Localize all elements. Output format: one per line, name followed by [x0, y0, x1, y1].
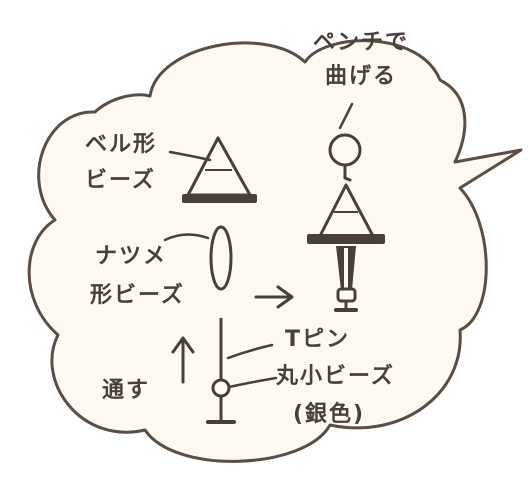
arrow-right-icon [254, 285, 294, 309]
label-round-2: (銀色) [293, 402, 366, 427]
label-tpin: Tピン [285, 327, 351, 352]
round-bead [211, 378, 231, 398]
pliers-leader-line [338, 102, 354, 130]
label-bell-2: ビーズ [85, 168, 156, 193]
tpin-leader-line [226, 343, 274, 360]
arrow-up-icon [171, 336, 195, 384]
label-round-1: 丸小ビーズ [276, 364, 395, 389]
round-leader-line [227, 376, 278, 389]
label-pliers-1: ペンチで [313, 30, 410, 55]
jujube-leader-line [163, 233, 210, 242]
bell-bead [182, 136, 257, 203]
label-jujube-2: 形ビーズ [90, 283, 185, 308]
label-jujube-1: ナツメ [95, 244, 168, 269]
assembled-earring [307, 133, 385, 312]
speech-cloud [27, 39, 523, 463]
bell-leader-line [168, 150, 212, 162]
label-bell-1: ベル形 [85, 132, 158, 157]
jujube-bead [209, 225, 233, 291]
label-pliers-2: 曲げる [325, 64, 398, 89]
t-pin [206, 318, 236, 424]
label-through: 通す [102, 378, 151, 403]
